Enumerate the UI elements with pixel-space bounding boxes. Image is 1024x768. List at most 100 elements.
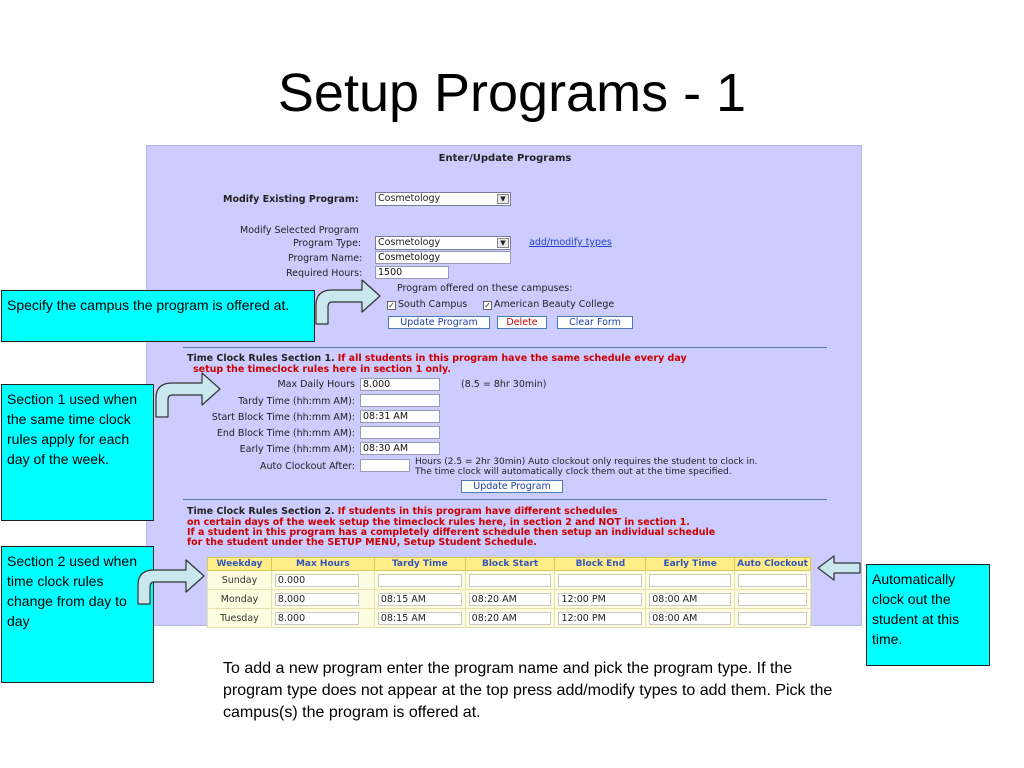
auto-clockout-label: Auto Clockout After: <box>260 461 355 472</box>
auto-clockout-input[interactable] <box>738 611 807 625</box>
tardy-input[interactable]: 08:15 AM <box>377 611 462 625</box>
block-start-cell: 08:20 AM <box>464 608 556 628</box>
block-end-input[interactable]: 12:00 PM <box>558 611 643 625</box>
tardy-cell: 08:15 AM <box>373 608 466 628</box>
divider <box>183 347 827 348</box>
tardy-input[interactable] <box>360 394 440 407</box>
max-hours-cell: 8.000 <box>270 608 375 628</box>
program-type-select[interactable]: Cosmetology ▼ <box>375 236 511 250</box>
column-header: Max Hours <box>270 557 375 571</box>
checkbox-checked-icon[interactable]: ✓ <box>387 301 396 310</box>
section1-desc-b: setup the timeclock rules here in sectio… <box>193 364 451 375</box>
block-end-input[interactable] <box>558 573 643 587</box>
modify-existing-select[interactable]: Cosmetology ▼ <box>375 192 511 206</box>
block-end-cell: 12:00 PM <box>554 589 647 609</box>
callout-section1: Section 1 used when the same time clock … <box>1 384 154 521</box>
table-header-row: Weekday Max Hours Tardy Time Block Start… <box>207 557 811 571</box>
auto-clockout-input[interactable] <box>360 459 410 472</box>
end-block-input[interactable] <box>360 426 440 439</box>
curved-arrow-icon <box>315 279 381 325</box>
weekday-schedule-table: Weekday Max Hours Tardy Time Block Start… <box>207 557 811 628</box>
early-label: Early Time (hh:mm AM): <box>239 444 355 455</box>
program-name-input[interactable]: Cosmetology <box>375 251 511 264</box>
section2-title: Time Clock Rules Section 2. <box>187 506 335 517</box>
column-header: Early Time <box>645 557 736 571</box>
column-header: Block Start <box>464 557 556 571</box>
chevron-down-icon: ▼ <box>497 194 509 204</box>
auto-clockout-hint-a: Hours (2.5 = 2hr 30min) Auto clockout on… <box>415 457 758 467</box>
campus-south-label: South Campus <box>398 299 468 310</box>
tardy-input[interactable] <box>377 573 462 587</box>
block-start-cell <box>464 570 556 590</box>
early-input[interactable]: 08:30 AM <box>360 442 440 455</box>
early-cell <box>645 570 736 590</box>
tardy-cell: 08:15 AM <box>373 589 466 609</box>
program-setup-panel: Enter/Update Programs Modify Existing Pr… <box>146 145 862 628</box>
curved-arrow-icon <box>137 559 205 605</box>
callout-auto-clockout: Automatically clock out the student at t… <box>866 564 990 666</box>
end-block-label: End Block Time (hh:mm AM): <box>216 428 355 439</box>
auto-clockout-cell <box>734 608 811 628</box>
auto-clockout-hint-b: The time clock will automatically clock … <box>415 467 732 477</box>
block-start-cell: 08:20 AM <box>464 589 556 609</box>
section2-header: Time Clock Rules Section 2. If students … <box>187 506 618 517</box>
callout-section2: Section 2 used when time clock rules cha… <box>1 546 154 683</box>
table-row: Tuesday 8.000 08:15 AM 08:20 AM 12:00 PM… <box>207 608 811 628</box>
campus-south[interactable]: ✓South Campus <box>387 299 467 310</box>
early-input[interactable]: 08:00 AM <box>649 611 732 625</box>
block-start-input[interactable] <box>468 573 552 587</box>
block-start-input[interactable]: 08:20 AM <box>468 611 552 625</box>
modify-existing-label: Modify Existing Program: <box>223 194 359 205</box>
auto-clockout-cell <box>734 570 811 590</box>
campus-american-beauty[interactable]: ✓American Beauty College <box>483 299 614 310</box>
max-hours-cell: 0.000 <box>270 570 375 590</box>
clear-form-button[interactable]: Clear Form <box>557 316 633 329</box>
section2-desc-d: for the student under the SETUP MENU, Se… <box>187 537 537 548</box>
form-heading: Enter/Update Programs <box>438 153 572 164</box>
column-header: Tardy Time <box>373 557 466 571</box>
section2-desc-b: on certain days of the week setup the ti… <box>187 517 690 528</box>
max-daily-input[interactable]: 8.000 <box>360 378 440 391</box>
section1-header: Time Clock Rules Section 1. If all stude… <box>187 353 687 364</box>
block-start-input[interactable]: 08:20 AM <box>468 592 552 606</box>
instruction-note: To add a new program enter the program n… <box>223 660 833 721</box>
divider <box>183 499 827 500</box>
auto-clockout-input[interactable] <box>738 573 807 587</box>
section1-update-program-button[interactable]: Update Program <box>461 480 563 493</box>
curved-arrow-icon <box>155 372 221 418</box>
section1-desc-a: If all students in this program have the… <box>337 353 687 364</box>
early-cell: 08:00 AM <box>645 608 736 628</box>
column-header: Weekday <box>207 557 272 571</box>
left-arrow-icon <box>817 555 861 581</box>
section2-desc-a: If students in this program have differe… <box>337 506 618 517</box>
max-hours-input[interactable]: 0.000 <box>274 573 359 587</box>
callout-campus: Specify the campus the program is offere… <box>1 290 315 342</box>
start-block-input[interactable]: 08:31 AM <box>360 410 440 423</box>
section1-title: Time Clock Rules Section 1. <box>187 353 335 364</box>
checkbox-checked-icon[interactable]: ✓ <box>483 301 492 310</box>
max-daily-label: Max Daily Hours <box>277 379 355 390</box>
modify-selected-label: Modify Selected Program <box>240 225 359 236</box>
required-hours-input[interactable]: 1500 <box>375 266 449 279</box>
slide-title: Setup Programs - 1 <box>277 63 747 123</box>
program-type-label: Program Type: <box>293 238 362 249</box>
chevron-down-icon: ▼ <box>497 238 509 248</box>
auto-clockout-input[interactable] <box>738 592 807 606</box>
start-block-label: Start Block Time (hh:mm AM): <box>211 412 355 423</box>
block-end-input[interactable]: 12:00 PM <box>558 592 643 606</box>
add-modify-types-link[interactable]: add/modify types <box>529 237 612 248</box>
early-input[interactable]: 08:00 AM <box>649 592 732 606</box>
program-name-label: Program Name: <box>288 253 363 264</box>
max-daily-hint: (8.5 = 8hr 30min) <box>461 379 547 390</box>
campus-american-beauty-label: American Beauty College <box>494 299 615 310</box>
required-hours-label: Required Hours: <box>286 268 363 279</box>
section2-desc-c: If a student in this program has a compl… <box>187 527 716 538</box>
early-input[interactable] <box>649 573 732 587</box>
delete-button[interactable]: Delete <box>497 316 547 329</box>
update-program-button[interactable]: Update Program <box>388 316 490 329</box>
max-hours-input[interactable]: 8.000 <box>274 611 359 625</box>
tardy-input[interactable]: 08:15 AM <box>377 592 462 606</box>
campuses-label: Program offered on these campuses: <box>397 283 573 294</box>
max-hours-input[interactable]: 8.000 <box>274 592 359 606</box>
